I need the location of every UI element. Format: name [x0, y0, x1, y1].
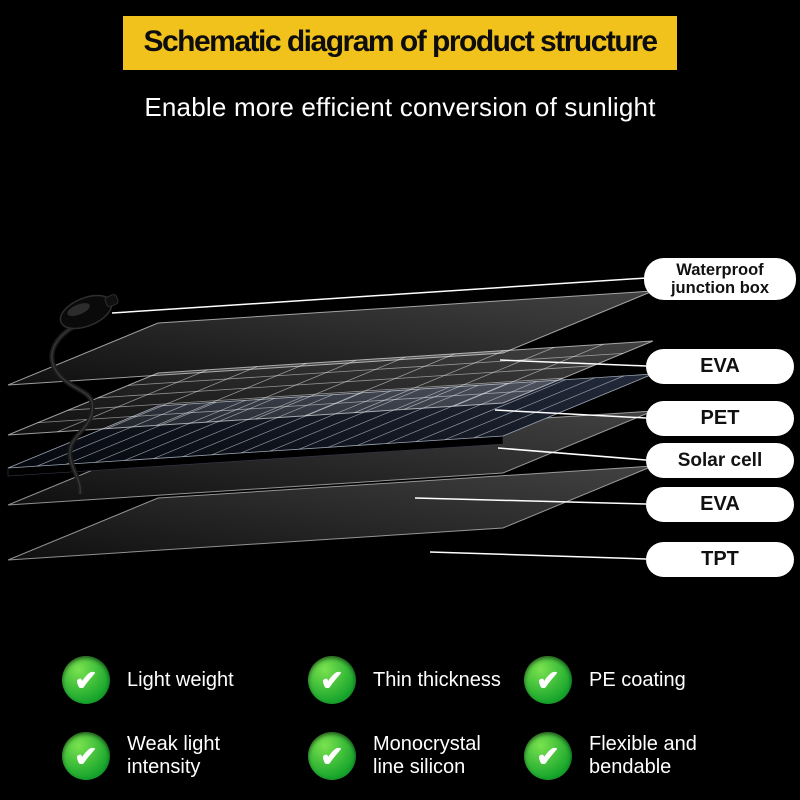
feature-pe-coating: ✔ PE coating	[524, 652, 686, 708]
leader-eva-top	[499, 359, 647, 367]
label-tpt: TPT	[646, 542, 794, 577]
check-icon: ✔	[524, 732, 572, 780]
leader-tpt	[429, 551, 647, 560]
label-junction-box: Waterproof junction box	[644, 258, 796, 300]
feature-monocrystal: ✔ Monocrystal line silicon	[308, 724, 513, 788]
label-eva-bottom: EVA	[646, 487, 794, 522]
check-icon: ✔	[308, 732, 356, 780]
check-icon: ✔	[62, 656, 110, 704]
leader-eva-bottom	[414, 497, 647, 505]
cable-highlight	[51, 319, 94, 495]
feature-label: Thin thickness	[373, 668, 501, 691]
feature-label: Light weight	[127, 668, 234, 691]
junction-box	[59, 294, 119, 330]
feature-label: Weak light intensity	[127, 733, 221, 778]
label-eva-top: EVA	[646, 349, 794, 384]
layer-diagram	[7, 277, 654, 561]
pet-grid-columns	[57, 343, 604, 433]
leader-solar-cell	[497, 447, 647, 461]
check-icon: ✔	[308, 656, 356, 704]
page-subtitle: Enable more efficient conversion of sunl…	[144, 92, 656, 122]
leader-pet	[494, 409, 647, 419]
check-icon: ✔	[524, 656, 572, 704]
feature-thin-thickness: ✔ Thin thickness	[308, 652, 501, 708]
feature-light-weight: ✔ Light weight	[62, 652, 234, 708]
pet-grid-rows	[37, 353, 624, 423]
feature-weak-light: ✔ Weak light intensity	[62, 724, 267, 788]
feature-flexible: ✔ Flexible and bendable	[524, 724, 729, 788]
banner-wrap: Schematic diagram of product structure	[0, 16, 800, 70]
feature-label: Flexible and bendable	[589, 733, 697, 778]
feature-label: Monocrystal line silicon	[373, 733, 481, 778]
page-title: Schematic diagram of product structure	[123, 16, 677, 70]
label-pet: PET	[646, 401, 794, 436]
check-icon: ✔	[62, 732, 110, 780]
feature-label: PE coating	[589, 668, 686, 691]
leader-lines	[111, 277, 647, 560]
leader-junction-box	[111, 277, 647, 314]
label-solar-cell: Solar cell	[646, 443, 794, 478]
